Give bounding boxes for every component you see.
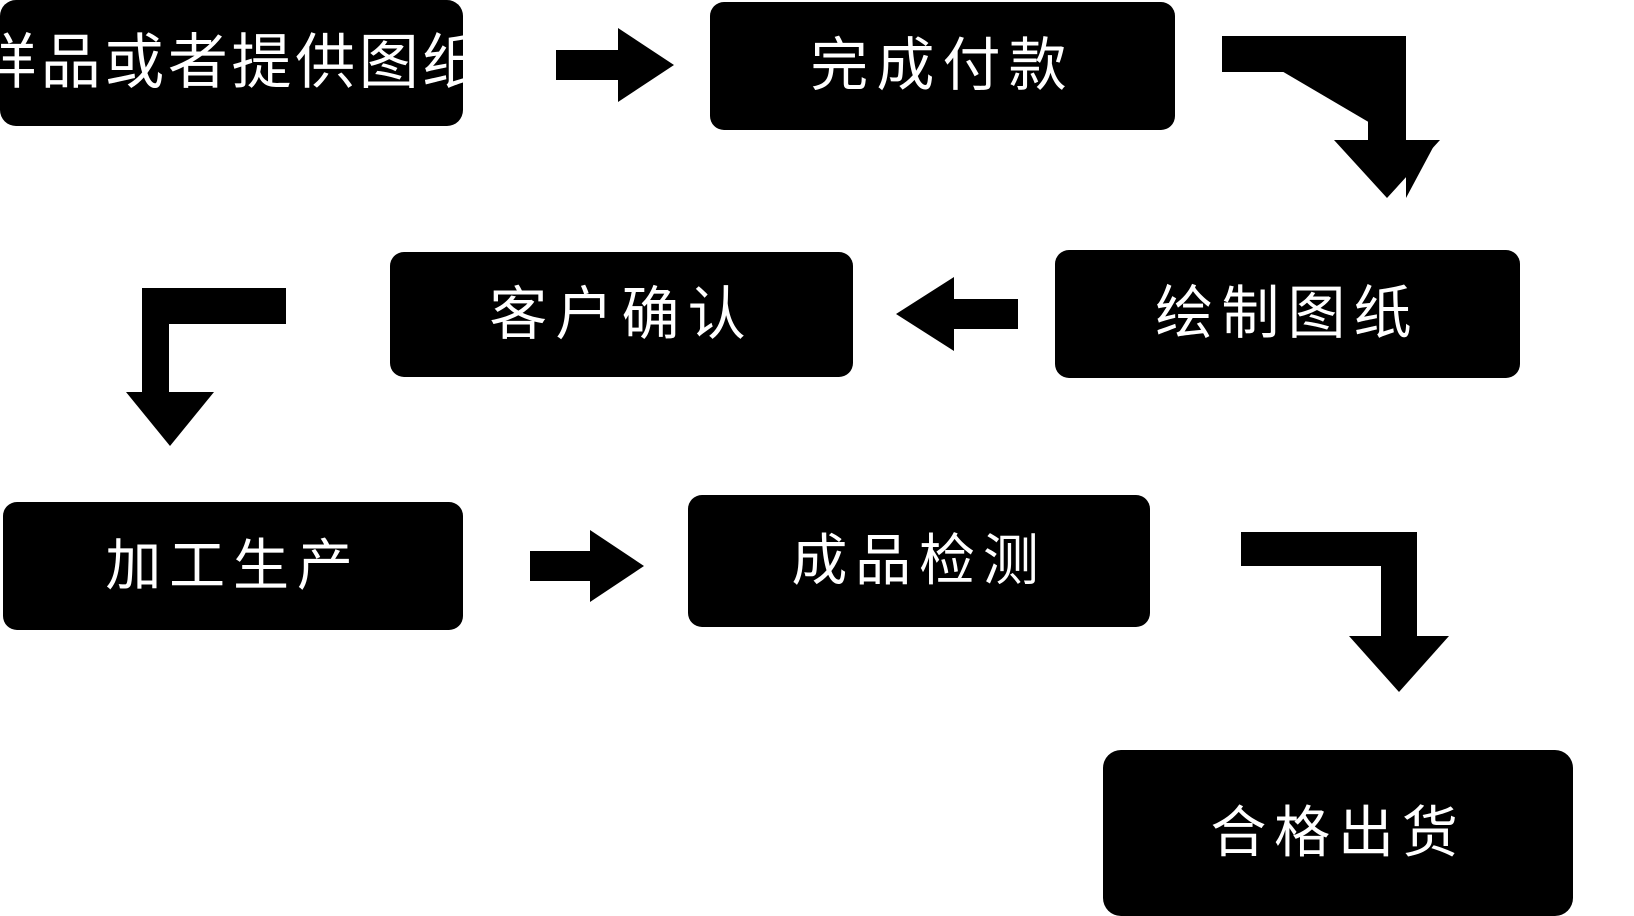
flow-node-sample-label: 样品或者提供图纸	[0, 29, 486, 96]
flow-node-shipping[interactable]: 合格出货	[1103, 750, 1573, 916]
arrow-elbow-left-down-icon	[126, 288, 286, 446]
arrow-right-icon	[556, 28, 674, 102]
flow-node-payment[interactable]: 完成付款	[710, 2, 1175, 130]
flow-node-drawing[interactable]: 绘制图纸	[1055, 250, 1520, 378]
flow-node-production[interactable]: 加工生产	[3, 502, 463, 630]
arrow-left-icon	[896, 277, 1018, 351]
flow-node-sample[interactable]: 样品或者提供图纸	[0, 0, 482, 126]
arrow-elbow-right-down-icon	[1241, 532, 1449, 692]
flow-node-inspection-label: 成品检测	[791, 529, 1047, 593]
arrow-elbow-right-down-icon	[1222, 36, 1440, 198]
flow-node-production-label: 加工生产	[105, 534, 361, 598]
flow-node-inspection[interactable]: 成品检测	[688, 495, 1150, 627]
arrow-right-icon	[530, 530, 644, 602]
flow-node-payment-label: 完成付款	[810, 33, 1075, 99]
flow-node-shipping-label: 合格出货	[1210, 801, 1466, 865]
flow-node-confirm[interactable]: 客户确认	[390, 252, 853, 377]
flow-node-confirm-label: 客户确认	[489, 281, 754, 347]
flow-node-drawing-label: 绘制图纸	[1155, 281, 1420, 347]
